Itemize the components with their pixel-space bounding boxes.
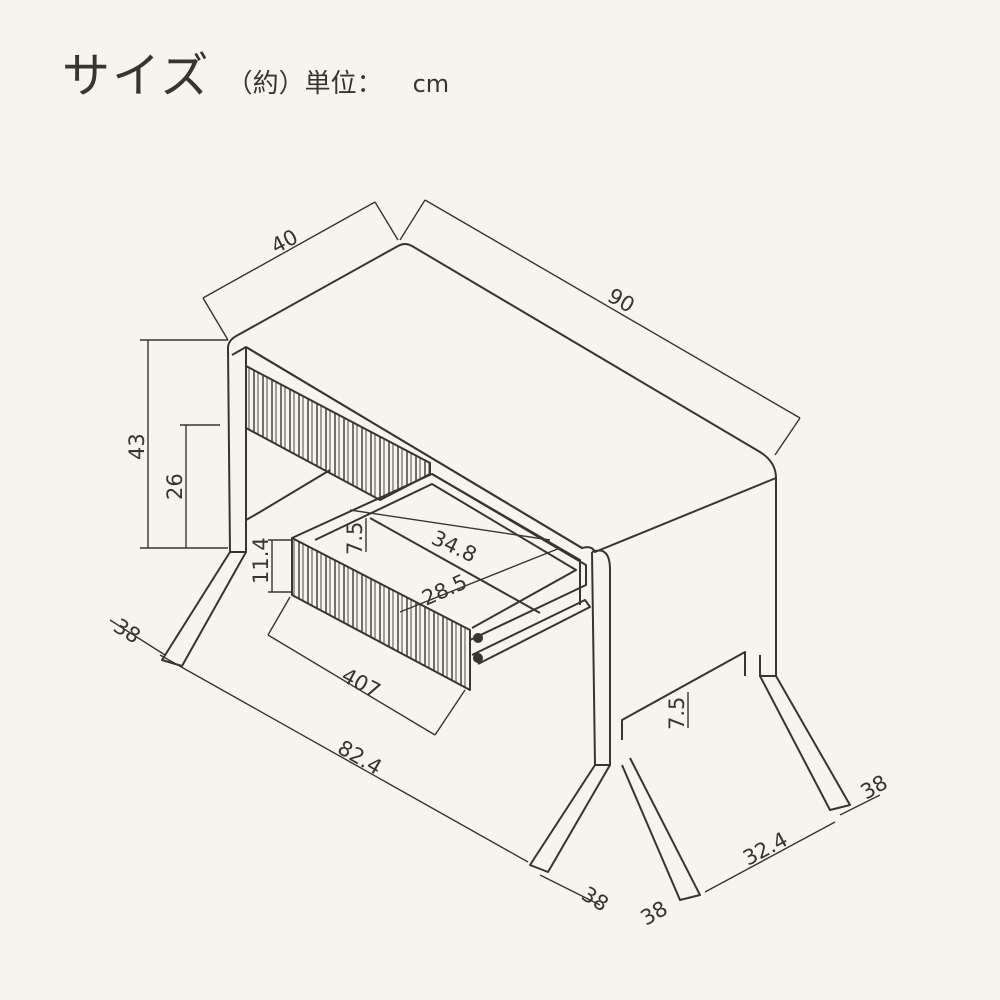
dimension-labels: 40 90 43 26 11.4 7.5 34.8 28.5 407 38 82… [109,225,891,931]
underside-back [245,469,331,521]
label-drawer-inner-width: 34.8 [428,526,481,568]
right-side-panel [591,549,611,766]
label-depth: 40 [267,225,302,259]
open-drawer [291,473,591,691]
label-height-under: 26 [163,473,187,500]
legs [161,551,851,901]
drawer-screw-top [473,633,483,643]
underside-right [621,651,746,740]
label-leg-span-front: 82.4 [334,736,387,780]
label-leg-bottom-right: 38 [637,896,672,930]
unit-label: （約）単位： [226,69,383,99]
leg-back-mid [621,757,701,901]
label-leg-right: 38 [857,770,892,804]
label-leg-bottom-mid: 38 [577,882,612,917]
label-leg-height: 7.5 [665,697,689,730]
drawer-screw-bottom [473,653,483,663]
leg-back-right [759,675,851,811]
label-leg-front-left: 38 [109,614,144,649]
drawer-front [291,537,471,691]
drawer-inner [314,483,577,629]
title-header: サイズ （約）単位： cm [62,36,449,106]
dimension-lines [109,199,881,906]
desk-top-front-edge [245,346,583,549]
page-title: サイズ [62,48,211,104]
drawer-divider [369,517,541,614]
label-drawer-front-height: 11.4 [249,537,273,584]
label-width: 90 [604,284,639,318]
leg-front-right [529,764,611,873]
label-drawer-inner-depth: 7.5 [343,522,367,555]
drawer-rail [471,599,591,665]
label-drawer-inner-length: 28.5 [418,570,470,611]
right-back-panel [759,478,777,677]
left-side-panel [227,347,247,553]
label-height-total: 43 [125,433,149,460]
desk-top [227,243,777,553]
fluted-front-panel [245,364,431,502]
leg-front-left [161,551,247,667]
unit-value: cm [412,70,450,98]
label-leg-span-side: 32.4 [739,827,792,870]
desk-body [227,243,777,766]
label-drawer-front-width: 407 [338,663,385,703]
